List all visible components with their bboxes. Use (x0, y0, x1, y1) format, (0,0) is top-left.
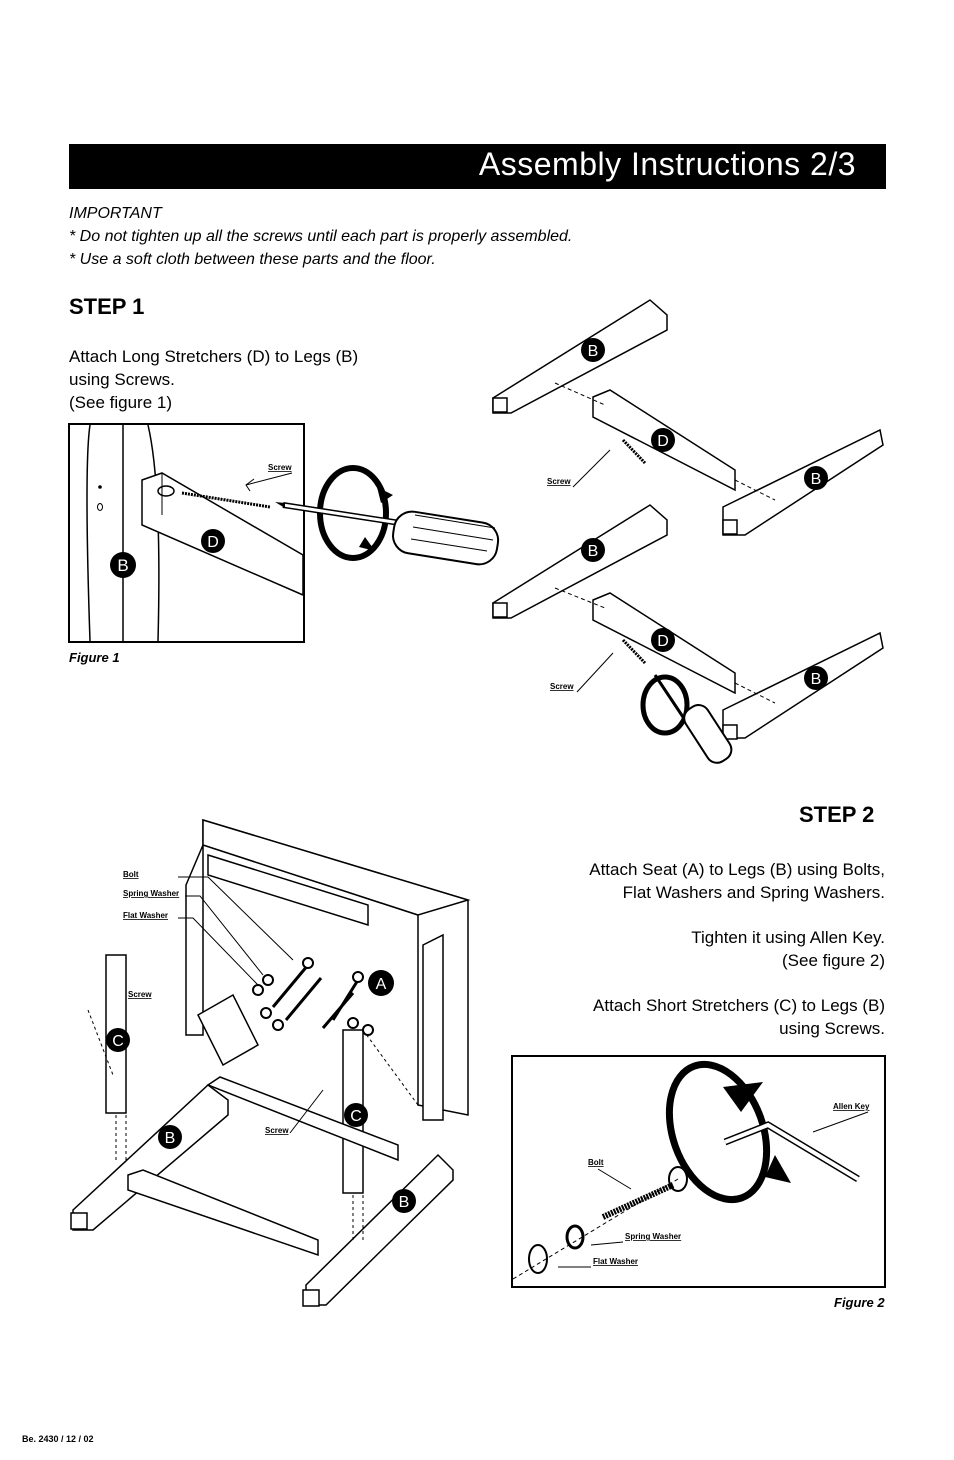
svg-text:D: D (657, 433, 669, 450)
step2-screw-label-right: Screw (265, 1126, 289, 1135)
svg-text:C: C (350, 1108, 362, 1125)
figure-1-frame: B D Screw (68, 423, 305, 643)
step2-exploded-diagram: Bolt Spring Washer Flat Washer Screw Scr… (70, 818, 471, 1307)
document-code: Be. 2430 / 12 / 02 (22, 1434, 94, 1444)
step2-instructions: Attach Seat (A) to Legs (B) using Bolts,… (589, 858, 885, 1040)
svg-text:D: D (657, 633, 669, 650)
step1-badges: B D B B D B (581, 338, 828, 690)
svg-text:A: A (376, 976, 387, 993)
step2-bolt-label: Bolt (123, 870, 139, 879)
step2-screw-label-left: Screw (128, 990, 152, 999)
important-notes: IMPORTANT * Do not tighten up all the sc… (69, 202, 572, 271)
fig2-allen-key-label: Allen Key (833, 1102, 870, 1111)
part-d-badge: D (201, 529, 225, 553)
screwdriver-drawing (275, 465, 500, 566)
step2-flat-washer-label: Flat Washer (123, 911, 168, 920)
important-line-1: * Do not tighten up all the screws until… (69, 228, 573, 245)
step1-screw-label-bottom: Screw (550, 682, 574, 691)
step2-para2-line1: Tighten it using Allen Key. (691, 928, 885, 947)
figure-2-drawing: Allen Key Bolt Spring Washer Flat Washer (513, 1060, 870, 1280)
figure-2-caption: Figure 2 (834, 1295, 885, 1310)
step1-line-2: using Screws. (69, 370, 175, 389)
fig1-screw-label: Screw (268, 463, 292, 472)
important-line-2: * Use a soft cloth between these parts a… (69, 251, 436, 268)
fig2-spring-washer-label: Spring Washer (625, 1232, 681, 1241)
step1-screw-label-top: Screw (547, 477, 571, 486)
step2-para1-line1: Attach Seat (A) to Legs (B) using Bolts, (589, 860, 885, 879)
step2-para3-line2: using Screws. (779, 1019, 885, 1038)
svg-text:C: C (112, 1033, 124, 1050)
svg-text:B: B (811, 671, 822, 688)
svg-text:B: B (399, 1194, 410, 1211)
step2-badges: A C C B B (106, 970, 416, 1213)
step1-line-1: Attach Long Stretchers (D) to Legs (B) (69, 347, 359, 366)
figure-1-drawing: B D Screw (86, 425, 303, 641)
step1-exploded-diagram: B D B B D B Screw Screw (492, 299, 884, 764)
svg-text:B: B (588, 343, 599, 360)
figure-2-frame: Allen Key Bolt Spring Washer Flat Washer (511, 1055, 886, 1288)
title-bar: Assembly Instructions 2/3 (69, 144, 886, 189)
step2-heading: STEP 2 (799, 802, 875, 827)
step1-heading: STEP 1 (69, 294, 145, 319)
step2-spring-washer-label: Spring Washer (123, 889, 179, 898)
svg-text:D: D (207, 534, 219, 551)
figure-1-caption: Figure 1 (69, 650, 120, 665)
svg-text:B: B (811, 471, 822, 488)
svg-text:B: B (588, 543, 599, 560)
fig2-flat-washer-label: Flat Washer (593, 1257, 638, 1266)
fig2-bolt-label: Bolt (588, 1158, 604, 1167)
step1-line-3: (See figure 1) (69, 393, 172, 412)
svg-text:B: B (165, 1130, 176, 1147)
part-b-badge: B (110, 552, 136, 578)
important-heading: IMPORTANT (69, 205, 162, 222)
step2-para3-line1: Attach Short Stretchers (C) to Legs (B) (593, 996, 885, 1015)
step2-para1-line2: Flat Washers and Spring Washers. (622, 883, 885, 902)
step1-instructions: Attach Long Stretchers (D) to Legs (B) u… (69, 345, 358, 414)
page-title: Assembly Instructions 2/3 (478, 146, 856, 182)
svg-text:B: B (117, 556, 128, 575)
step2-para2-line2: (See figure 2) (782, 951, 885, 970)
